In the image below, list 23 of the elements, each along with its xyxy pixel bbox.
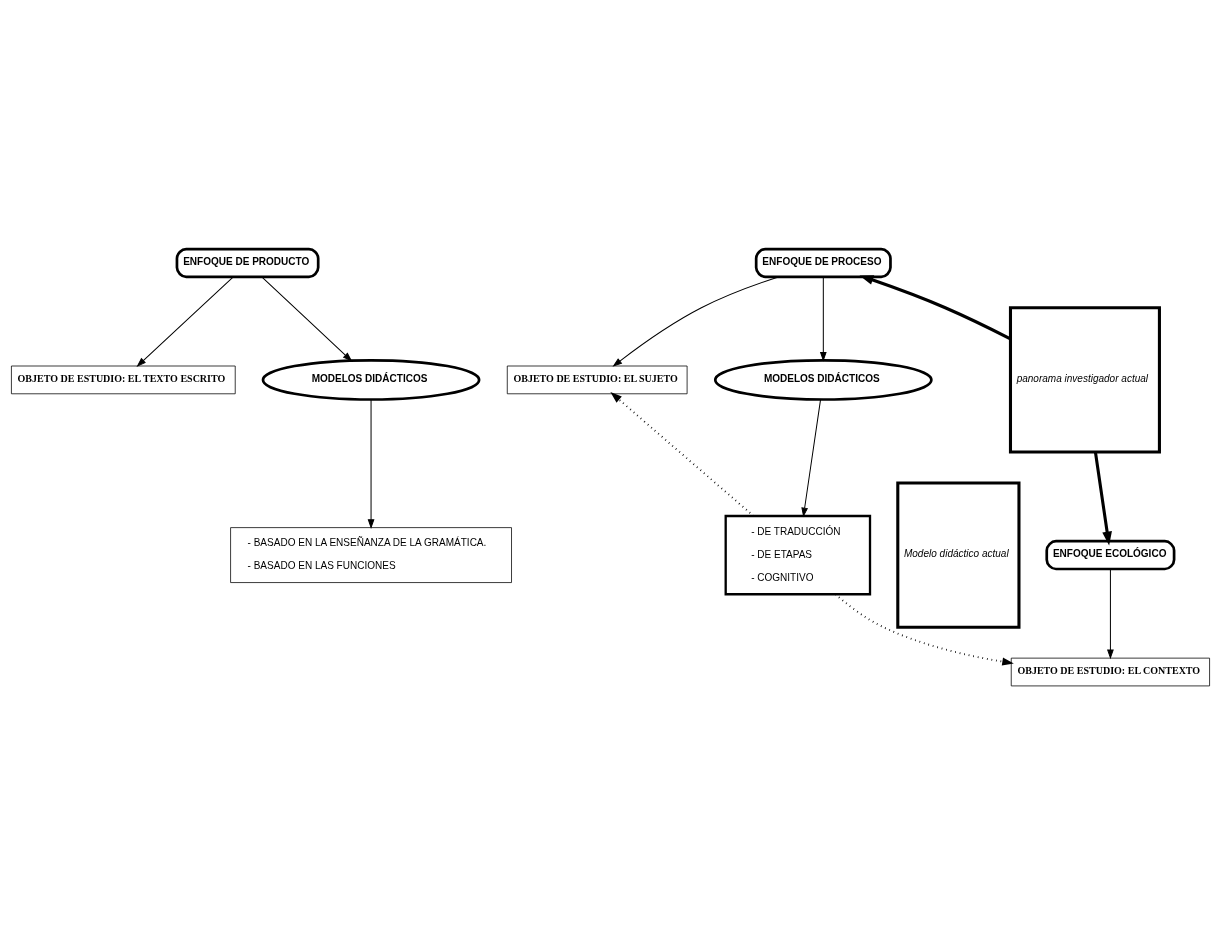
arrow bbox=[261, 276, 352, 362]
node-box: OBJETO DE ESTUDIO: EL SUJETO bbox=[506, 365, 688, 395]
node-box: ENFOQUE ECOLÓGICO bbox=[1045, 539, 1176, 571]
node-box: panorama investigador actual bbox=[1008, 306, 1161, 454]
node-ellipse: MODELOS DIDÁCTICOS bbox=[713, 358, 933, 401]
arrow bbox=[137, 276, 234, 367]
arrow bbox=[801, 399, 822, 517]
arrow bbox=[367, 399, 375, 528]
node-box: OBJETO DE ESTUDIO: EL CONTEXTO bbox=[1010, 657, 1210, 687]
arrow bbox=[1107, 568, 1114, 659]
arrow bbox=[820, 276, 827, 361]
node-box: ENFOQUE DE PROCESO bbox=[754, 247, 892, 279]
node-ellipse: MODELOS DIDÁCTICOS bbox=[261, 358, 481, 401]
arrow bbox=[859, 275, 1012, 341]
node-box: - DE TRADUCCIÓN - DE ETAPAS - COGNITIVO bbox=[724, 514, 872, 596]
node-box: ENFOQUE DE PRODUCTO bbox=[175, 247, 320, 279]
arrow bbox=[834, 593, 1014, 666]
node-box: - BASADO EN LA ENSEÑANZA DE LA GRAMÁTICA. - BASADO EN LAS FUNCIONES bbox=[230, 527, 512, 583]
arrow bbox=[613, 276, 779, 367]
node-box: OBJETO DE ESTUDIO: EL TEXTO ESCRITO bbox=[11, 365, 236, 395]
node-box: Modelo didáctico actual bbox=[896, 481, 1021, 629]
arrow bbox=[1093, 452, 1112, 546]
arrow bbox=[610, 392, 755, 517]
